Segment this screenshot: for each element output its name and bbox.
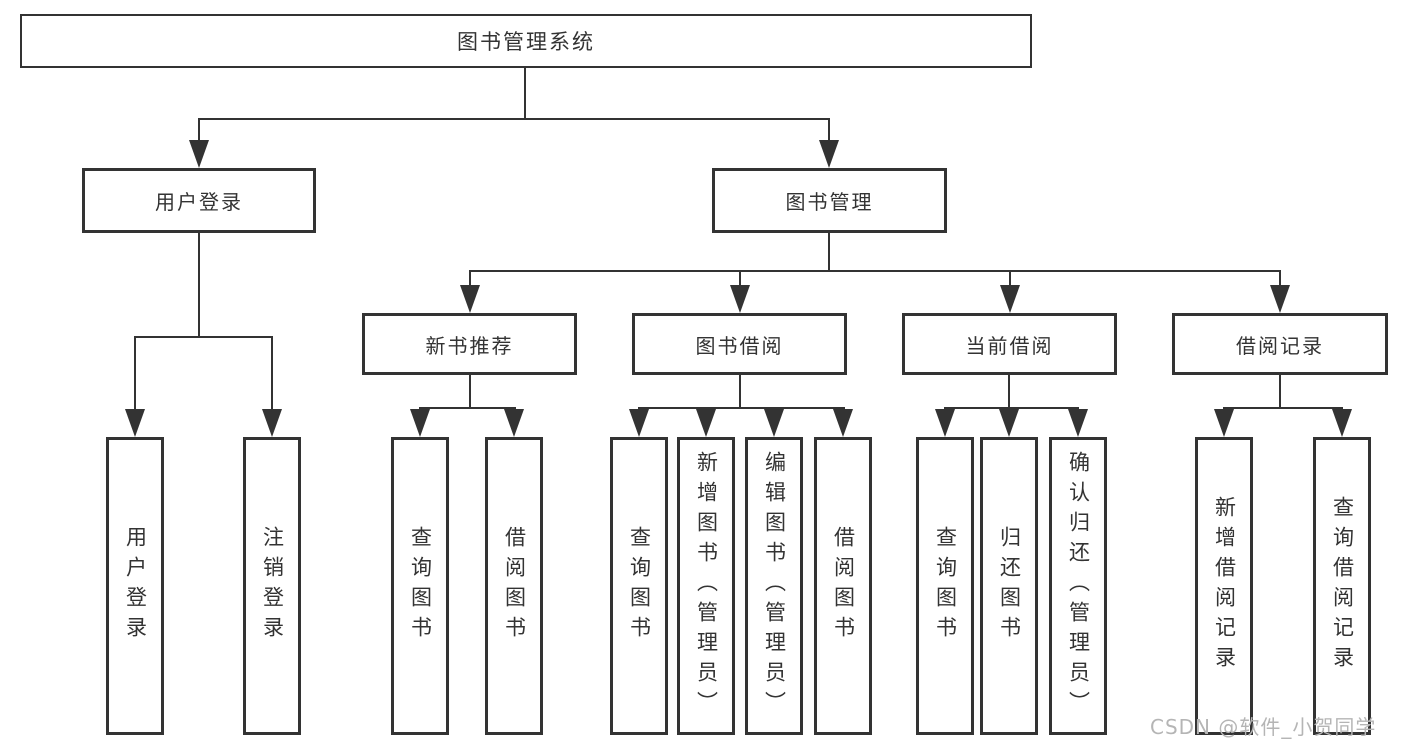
- arrow-down-icon: [999, 409, 1019, 437]
- node-book-management: 图书管理: [712, 168, 947, 233]
- arrow-down-icon: [1000, 285, 1020, 313]
- leaf-add-books-admin: 新增图书（管理员）: [677, 437, 735, 735]
- arrow-down-icon: [1270, 285, 1290, 313]
- node-label: 新书推荐: [425, 333, 514, 358]
- connector-line: [1223, 407, 1343, 409]
- connector-line: [638, 407, 845, 409]
- node-label: 查询借阅记录: [1330, 496, 1355, 676]
- node-label: 查询图书: [933, 526, 958, 646]
- connector-line: [1008, 375, 1010, 407]
- leaf-query-books: 查询图书: [391, 437, 449, 735]
- arrow-down-icon: [819, 140, 839, 168]
- watermark-text: CSDN @软件_小贺同学: [1150, 715, 1377, 739]
- node-new-book-recommendation: 新书推荐: [362, 313, 577, 375]
- arrow-down-icon: [730, 285, 750, 313]
- connector-line: [198, 118, 200, 144]
- arrow-down-icon: [504, 409, 524, 437]
- connector-line: [828, 118, 830, 144]
- node-label: 查询图书: [408, 526, 433, 646]
- connector-line: [1279, 270, 1281, 289]
- node-label: 归还图书: [997, 526, 1022, 646]
- node-label: 图书借阅: [695, 333, 784, 358]
- leaf-edit-books-admin: 编辑图书（管理员）: [745, 437, 803, 735]
- node-label: 用户登录: [123, 526, 148, 646]
- arrow-down-icon: [764, 409, 784, 437]
- arrow-down-icon: [410, 409, 430, 437]
- arrow-down-icon: [460, 285, 480, 313]
- connector-line: [739, 270, 741, 289]
- leaf-query-books: 查询图书: [610, 437, 668, 735]
- connector-line: [1009, 270, 1011, 289]
- node-label: 查询图书: [627, 526, 652, 646]
- arrow-down-icon: [1068, 409, 1088, 437]
- connector-line: [469, 375, 471, 407]
- node-label: 用户登录: [155, 190, 243, 214]
- leaf-query-books: 查询图书: [916, 437, 974, 735]
- arrow-down-icon: [1214, 409, 1234, 437]
- node-book-borrowing: 图书借阅: [632, 313, 847, 375]
- connector-line: [469, 270, 471, 289]
- node-label: 图书管理: [785, 190, 874, 214]
- node-label: 新增图书（管理员）: [694, 451, 719, 721]
- arrow-down-icon: [935, 409, 955, 437]
- arrow-down-icon: [125, 409, 145, 437]
- connector-line: [134, 336, 136, 412]
- connector-line: [739, 375, 741, 407]
- connector-line: [419, 407, 516, 409]
- connector-line: [469, 270, 1281, 272]
- leaf-borrow-books: 借阅图书: [485, 437, 543, 735]
- leaf-query-borrow-record: 查询借阅记录: [1313, 437, 1371, 735]
- connector-line: [828, 233, 830, 270]
- node-label: 借阅记录: [1236, 333, 1324, 358]
- arrow-down-icon: [833, 409, 853, 437]
- node-user-login: 用户登录: [82, 168, 316, 233]
- node-label: 借阅图书: [831, 526, 856, 646]
- node-label: 注销登录: [260, 526, 285, 646]
- leaf-user-login: 用户登录: [106, 437, 164, 735]
- connector-line: [1279, 375, 1281, 407]
- arrow-down-icon: [262, 409, 282, 437]
- arrow-down-icon: [189, 140, 209, 168]
- node-label: 编辑图书（管理员）: [762, 451, 787, 721]
- connector-line: [944, 407, 1079, 409]
- node-label: 图书管理系统: [457, 30, 595, 54]
- connector-line: [524, 66, 526, 118]
- connector-line: [198, 233, 200, 336]
- node-borrowing-records: 借阅记录: [1172, 313, 1388, 375]
- arrow-down-icon: [696, 409, 716, 437]
- leaf-confirm-return-admin: 确认归还（管理员）: [1049, 437, 1107, 735]
- node-label: 当前借阅: [965, 333, 1054, 358]
- leaf-add-borrow-record: 新增借阅记录: [1195, 437, 1253, 735]
- connector-line: [271, 336, 273, 412]
- node-current-borrowing: 当前借阅: [902, 313, 1117, 375]
- node-label: 新增借阅记录: [1212, 496, 1237, 676]
- node-label: 借阅图书: [502, 526, 527, 646]
- leaf-return-books: 归还图书: [980, 437, 1038, 735]
- connector-line: [198, 118, 830, 120]
- node-library-management-system: 图书管理系统: [20, 14, 1032, 68]
- arrow-down-icon: [1332, 409, 1352, 437]
- leaf-borrow-books: 借阅图书: [814, 437, 872, 735]
- leaf-logout-login: 注销登录: [243, 437, 301, 735]
- node-label: 确认归还（管理员）: [1066, 451, 1091, 721]
- connector-line: [134, 336, 273, 338]
- arrow-down-icon: [629, 409, 649, 437]
